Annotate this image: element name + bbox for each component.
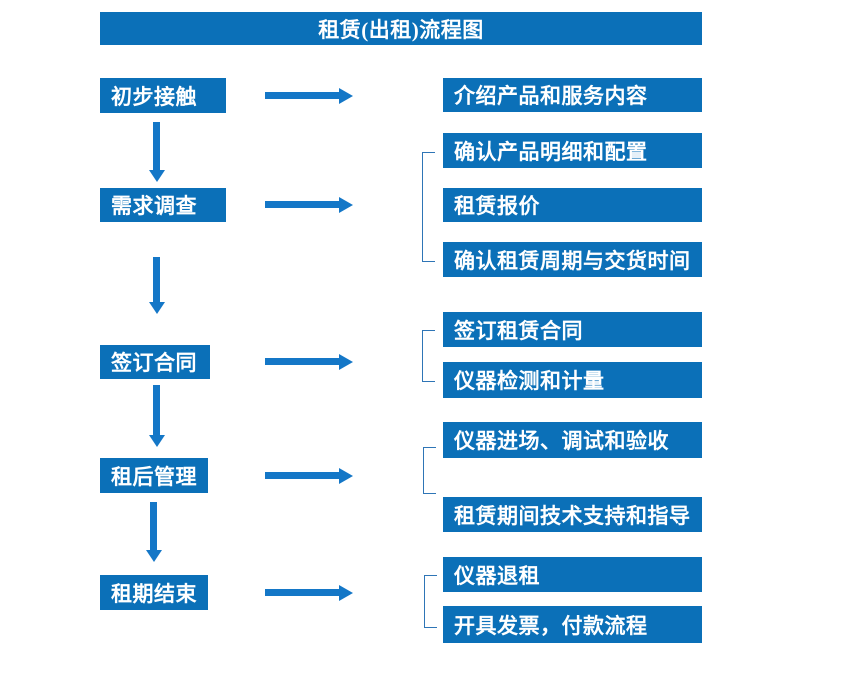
stage-box-post-rental-management: 租后管理 [100,458,208,493]
detail-box-confirm-rental-period: 确认租赁周期与交货时间 [443,242,702,277]
group-bracket-rental-end [424,575,437,628]
right-arrow-post-rental [265,472,339,479]
group-bracket-post-rental [423,447,436,494]
group-bracket-sign-contract [422,330,435,382]
stage-box-demand-survey: 需求调查 [100,188,226,222]
detail-box-technical-support: 租赁期间技术支持和指导 [443,497,702,532]
right-arrow-sign-contract [265,358,339,365]
detail-box-invoice-payment: 开具发票，付款流程 [443,606,702,643]
stage-box-rental-end: 租期结束 [100,575,208,610]
detail-box-instrument-inspection: 仪器检测和计量 [443,362,702,398]
right-arrow-initial-contact [265,92,339,99]
detail-box-introduce-products: 介绍产品和服务内容 [443,78,702,112]
right-arrow-demand-survey [265,201,339,208]
detail-box-rental-quote: 租赁报价 [443,188,702,222]
down-arrow-4 [150,502,157,550]
group-bracket-demand-survey [422,152,435,262]
right-arrow-rental-end [265,589,339,596]
stage-box-sign-contract: 签订合同 [100,345,210,379]
detail-box-instrument-return: 仪器退租 [443,557,702,592]
detail-box-confirm-product-details: 确认产品明细和配置 [443,133,702,168]
down-arrow-2 [153,257,160,302]
down-arrow-3 [153,385,160,435]
down-arrow-1 [153,122,160,170]
detail-box-sign-rental-contract: 签订租赁合同 [443,312,702,347]
detail-box-instrument-setup: 仪器进场、调试和验收 [443,422,702,458]
stage-box-initial-contact: 初步接触 [100,78,226,113]
title-bar: 租赁(出租)流程图 [100,12,702,45]
